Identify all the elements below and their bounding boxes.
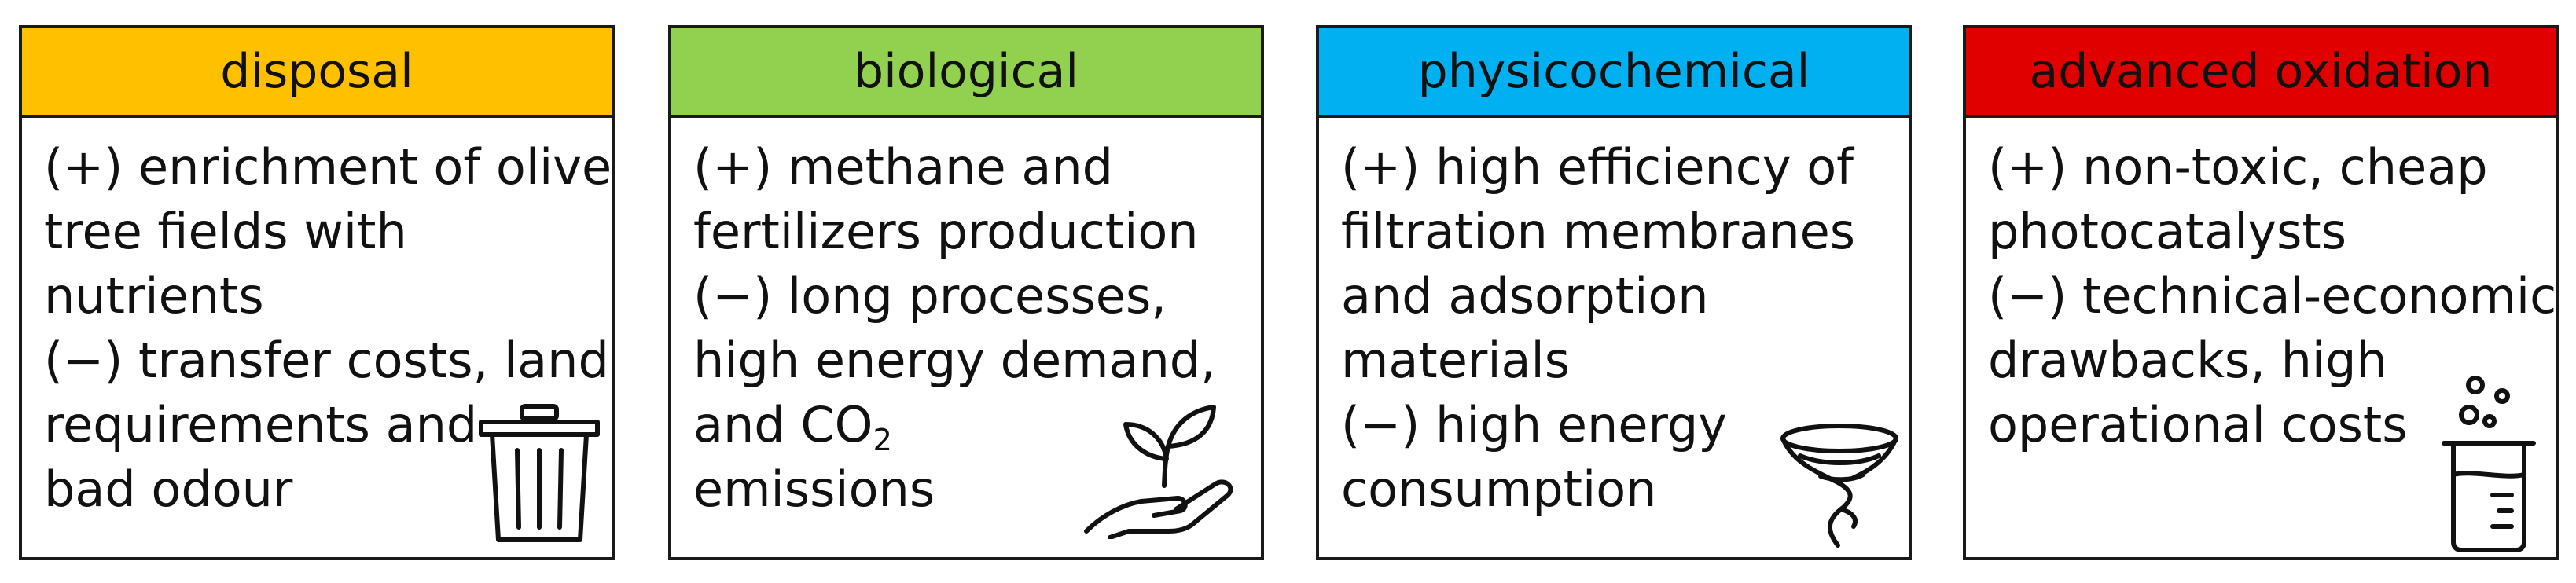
panel-text-line: emissions	[693, 460, 935, 518]
panel-text-line: high energy demand,	[693, 332, 1216, 389]
panel-text-line: (+) high efficiency of	[1341, 138, 1854, 196]
panel-header-disposal: disposal	[22, 28, 612, 118]
panel-physicochemical: physicochemical (+) high efficiency of f…	[1316, 25, 1912, 560]
panel-text-line: consumption	[1341, 460, 1657, 518]
panel-body: (+) methane and fertilizers production (…	[671, 118, 1261, 522]
panel-text-line: (+) non-toxic, cheap	[1988, 138, 2488, 196]
panel-text-line: filtration membranes	[1341, 203, 1856, 260]
panel-text-line: (−) high energy	[1341, 396, 1727, 453]
panel-text-line: (−) technical-economic	[1988, 267, 2557, 324]
panel-text-line: bad odour	[44, 460, 293, 518]
panel-title: physicochemical	[1417, 44, 1810, 99]
panel-biological: biological (+) methane and fertilizers p…	[668, 25, 1264, 560]
panel-header-biological: biological	[671, 28, 1261, 118]
panel-text-line: and adsorption	[1341, 267, 1709, 324]
beaker-bubbles-icon	[2442, 376, 2536, 552]
panel-title: biological	[853, 44, 1079, 99]
panel-text-line: (−) transfer costs, land	[44, 332, 609, 389]
panel-text-line: drawbacks, high	[1988, 332, 2387, 389]
panel-disposal: disposal (+) enrichment of olive tree fi…	[19, 25, 615, 560]
trash-can-icon	[479, 404, 600, 542]
hand-with-sprout-icon	[1084, 405, 1233, 539]
panel-text-line: requirements and	[44, 396, 478, 453]
panel-body: (+) non-toxic, cheap photocatalysts (−) …	[1966, 118, 2556, 457]
panel-text-line: tree fields with	[44, 203, 407, 260]
panel-title: disposal	[220, 44, 413, 99]
panel-body: (+) enrichment of olive tree fields with…	[22, 118, 612, 522]
panel-text-line: (+) enrichment of olive	[44, 138, 612, 196]
panel-body: (+) high efficiency of filtration membra…	[1319, 118, 1909, 522]
panel-text-line: (+) methane and	[693, 138, 1113, 196]
panel-text-line: photocatalysts	[1988, 203, 2347, 260]
panel-header-advanced-oxidation: advanced oxidation	[1966, 28, 2556, 118]
panel-header-physicochemical: physicochemical	[1319, 28, 1909, 118]
panel-advanced-oxidation: advanced oxidation (+) non-toxic, cheap …	[1963, 25, 2559, 560]
co2-subscript: 2	[873, 422, 892, 458]
panel-text-line: (−) long processes,	[693, 267, 1167, 324]
panel-title: advanced oxidation	[2029, 44, 2493, 99]
panel-text-line: fertilizers production	[693, 203, 1199, 260]
panel-text-line: materials	[1341, 332, 1571, 389]
panel-text-line: nutrients	[44, 267, 264, 324]
panel-text-line-co2: and CO2	[693, 393, 1261, 457]
tornado-filter-icon	[1780, 424, 1898, 548]
panel-text-line: operational costs	[1988, 396, 2408, 453]
co2-text: and CO	[693, 396, 873, 453]
